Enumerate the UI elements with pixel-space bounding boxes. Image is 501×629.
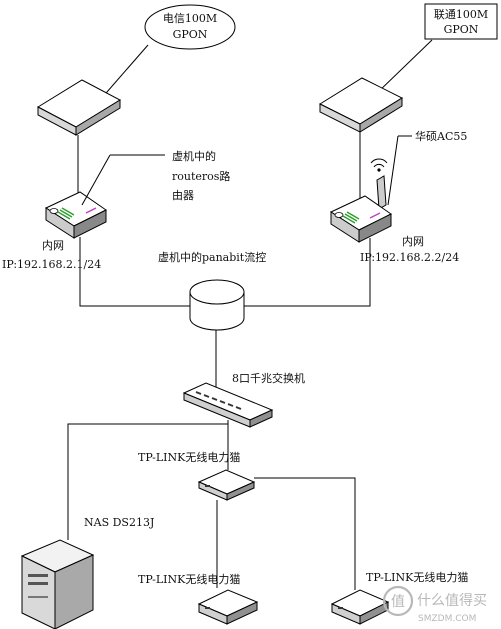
vm-router-icon	[44, 191, 107, 239]
isp-unicom-line1: 联通100M	[434, 8, 488, 21]
plc-bottom-right-label: TP-LINK无线电力猫	[366, 570, 468, 584]
left-lan-label: 内网	[42, 238, 64, 252]
switch-icon	[182, 382, 274, 428]
asus-router-label: 华硕AC55	[415, 129, 467, 143]
link-plc-top-to-plc-bottom-right	[254, 477, 356, 590]
plc-bottom-left-label: TP-LINK无线电力猫	[138, 572, 240, 586]
right-lan-ip: IP:192.168.2.2/24	[360, 251, 459, 264]
plc-bottom-right-icon	[330, 589, 390, 625]
watermark-domain: SMZDM.COM	[418, 614, 476, 624]
vm-router-label-line3: 由器	[172, 188, 194, 202]
left-lan-ip: IP:192.168.2.1/24	[2, 258, 101, 271]
modem-left-icon	[36, 79, 122, 136]
watermark-logo-glyph: 值	[391, 594, 405, 610]
vm-router-label-line2: routeros路	[172, 170, 230, 183]
link-unicom-to-modem-right	[374, 39, 433, 96]
isp-telecom-line1: 电信100M	[163, 12, 217, 25]
modem-right-icon	[318, 77, 404, 133]
panabit-cylinder-icon	[189, 279, 245, 331]
switch-label: 8口千兆交换机	[232, 371, 305, 385]
panabit-label: 虚机中的panabit流控	[158, 250, 266, 264]
link-asus-to-panabit	[244, 238, 371, 307]
watermark-name: 什么值得买	[417, 592, 487, 609]
plc-top-icon	[197, 469, 256, 501]
isp-unicom-line2: GPON	[444, 23, 479, 36]
connection-lines	[67, 39, 433, 590]
vm-router-label-line1: 虚机中的	[172, 149, 216, 163]
watermark-logo-icon	[382, 585, 414, 617]
nas-server-icon	[20, 539, 95, 629]
asus-callout-line	[387, 135, 399, 206]
isp-telecom-line2: GPON	[173, 28, 208, 41]
link-switch-to-nas	[67, 420, 229, 540]
isp-unicom-box: 联通100M GPON	[424, 3, 498, 40]
isp-telecom-ellipse: 电信100M GPON	[144, 4, 236, 50]
asus-router-icon	[329, 158, 392, 243]
link-vm-router-to-panabit	[79, 237, 190, 307]
right-lan-label: 内网	[402, 234, 424, 248]
plc-bottom-left-icon	[197, 589, 259, 625]
vm-router-callout-line	[81, 154, 111, 206]
nas-label: NAS DS213J	[84, 516, 154, 529]
plc-top-label: TP-LINK无线电力猫	[138, 450, 240, 464]
watermark: 值 什么值得买 SMZDM.COM	[382, 585, 487, 624]
link-telecom-to-modem-left	[99, 44, 149, 101]
